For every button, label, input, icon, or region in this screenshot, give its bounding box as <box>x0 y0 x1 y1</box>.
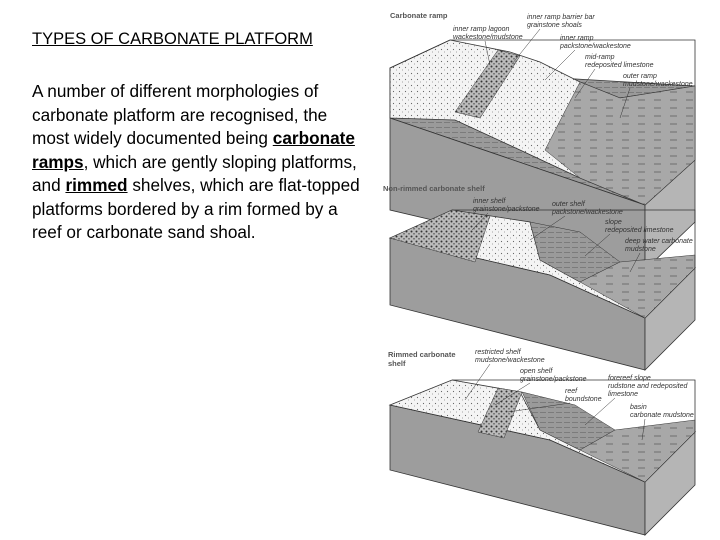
ramp-shoal-band <box>454 49 521 119</box>
body-text-part-3: shelves, which are flat-topped platforms… <box>32 175 360 242</box>
label-rimmed-forereef: rudstone and redeposited <box>608 383 688 390</box>
nonrimmed-block <box>388 209 697 371</box>
label-rimmed-open: grainstone/packstone <box>520 376 587 383</box>
rimmed-water-surface <box>452 379 696 432</box>
body-text-part-1: A number of different morphologies of ca… <box>32 81 328 148</box>
label-rimmed-basin: basin <box>630 404 647 411</box>
label-nonrimmed-outer: packstone/wackestone <box>551 209 623 216</box>
label-ramp-inner: inner ramp <box>560 35 594 42</box>
slide-title: TYPES OF CARBONATE PLATFORM <box>32 30 313 48</box>
label-ramp-lagoon: inner ramp lagoon <box>453 26 510 33</box>
label-nonrimmed-deep: deep water carbonate <box>625 238 693 245</box>
nonrimmed-inner-zone <box>389 209 491 263</box>
label-ramp-barrier: inner ramp barrier bar <box>527 14 595 21</box>
label-nonrimmed-slope: redeposited limestone <box>605 227 674 234</box>
label-rimmed-restricted: restricted shelf <box>475 349 522 356</box>
label-nonrimmed-inner: inner shelf <box>473 198 506 205</box>
ramp-water-surface <box>389 39 696 86</box>
rimmed-block <box>388 379 697 536</box>
rimmed-heading: shelf <box>388 359 406 368</box>
label-nonrimmed-deep: mudstone <box>625 246 656 253</box>
label-ramp-lagoon: wackestone/mudstone <box>453 34 523 41</box>
carbonate-platform-diagram: Carbonate ramp inner ramp barrier bar gr… <box>383 11 697 536</box>
label-ramp-outer: outer ramp <box>623 73 657 80</box>
label-rimmed-forereef: limestone <box>608 391 638 398</box>
rimmed-leader-lines <box>464 363 646 441</box>
label-nonrimmed-slope: slope <box>605 219 622 226</box>
label-rimmed-reef: boundstone <box>565 396 602 403</box>
term-carbonate-ramps: carbonate ramps <box>32 128 355 172</box>
term-rimmed: rimmed <box>65 175 128 195</box>
label-ramp-inner: packstone/wackestone <box>559 43 631 50</box>
label-ramp-outer: mudstone/wackestone <box>623 81 693 88</box>
nonrimmed-heading: Non-rimmed carbonate shelf <box>383 184 485 193</box>
label-ramp-mid: redeposited limestone <box>585 62 654 69</box>
ramp-heading: Carbonate ramp <box>390 11 448 20</box>
rimmed-heading: Rimmed carbonate <box>388 350 456 359</box>
nonrimmed-leader-lines <box>471 212 641 273</box>
label-nonrimmed-inner: grainstone/packstone <box>473 206 540 213</box>
description-paragraph: A number of different morphologies of ca… <box>32 80 367 245</box>
label-rimmed-reef: reef <box>565 388 578 395</box>
label-rimmed-open: open shelf <box>520 368 553 375</box>
label-rimmed-forereef: forereef slope <box>608 375 651 382</box>
label-rimmed-restricted: mudstone/wackestone <box>475 357 545 364</box>
nonrimmed-water-surface <box>452 209 696 268</box>
label-ramp-barrier: grainstone shoals <box>527 22 582 29</box>
body-text-part-2: , which are gently sloping platforms, an… <box>32 151 357 196</box>
ramp-block <box>389 39 696 271</box>
label-rimmed-basin: carbonate mudstone <box>630 412 694 419</box>
ramp-outer-zone <box>544 81 696 206</box>
ramp-leader-lines <box>484 28 631 119</box>
label-ramp-mid: mid-ramp <box>585 54 615 61</box>
rimmed-reef <box>477 387 523 439</box>
label-nonrimmed-outer: outer shelf <box>552 201 586 208</box>
